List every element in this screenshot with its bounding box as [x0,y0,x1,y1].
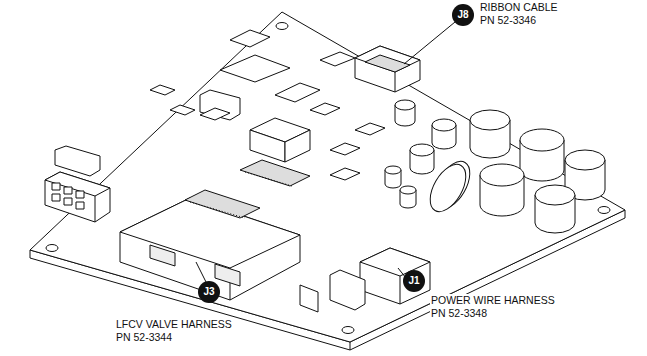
j1-power-connector [300,248,430,312]
j3-lfcv-connector [120,160,310,300]
callout-number: J1 [408,276,419,286]
j8-ribbon-connector [355,46,420,92]
callout-number: J3 [203,287,214,297]
callout-circle: J1 [403,270,425,292]
callout-circle: J3 [198,281,220,303]
part-label: POWER WIRE HARNESS [430,294,556,307]
chips-and-parts [150,30,385,180]
leader-lines [196,22,455,282]
part-label: LFCV VALVE HARNESS [115,318,233,331]
board-plate [30,12,625,350]
part-label: PN 52-3348 [430,307,488,320]
part-label: PN 52-3344 [115,331,173,344]
capacitors [385,100,605,233]
callout-number: J8 [457,10,468,20]
callout-circle: J8 [452,4,474,26]
part-label: PN 52-3346 [479,14,537,27]
part-label: RIBBON CABLE [479,1,559,14]
